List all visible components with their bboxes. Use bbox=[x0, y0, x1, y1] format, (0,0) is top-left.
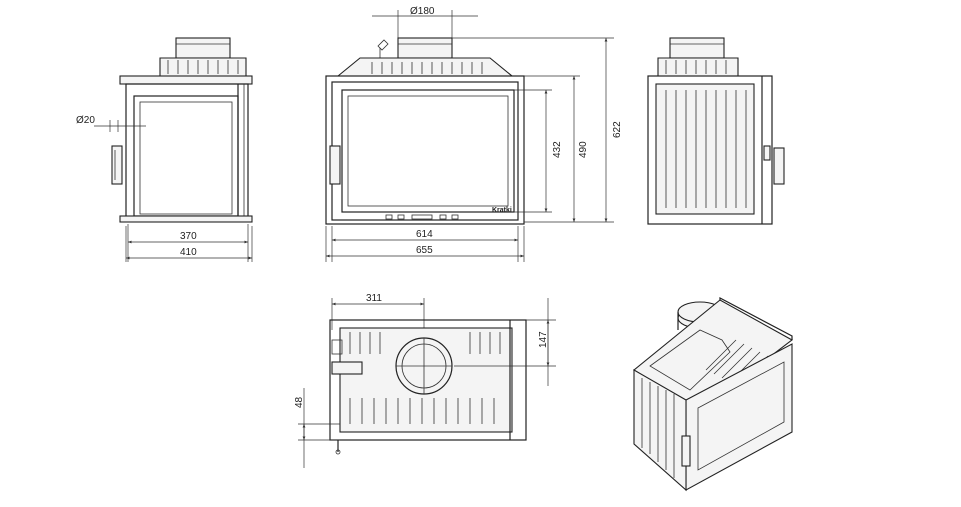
front-view: Ø180 Kratki bbox=[325, 6, 623, 262]
dim-inner-width-left: 370 bbox=[180, 231, 197, 242]
isometric-view bbox=[633, 297, 794, 492]
dim-glass-height: 432 bbox=[552, 141, 563, 158]
dim-door-width: 614 bbox=[416, 229, 433, 240]
dim-flue-diameter: Ø180 bbox=[410, 6, 435, 17]
dim-top-offset: 311 bbox=[366, 293, 382, 304]
side-view-right bbox=[647, 37, 785, 225]
dim-total-height: 622 bbox=[612, 121, 623, 138]
brand-label: Kratki bbox=[492, 207, 512, 214]
dim-air-inlet-height: 48 bbox=[294, 396, 305, 408]
side-view-left: Ø20 370 410 bbox=[76, 37, 253, 262]
dim-door-height: 490 bbox=[578, 141, 589, 158]
top-view: 311 147 bbox=[294, 293, 556, 468]
dim-outer-width-left: 410 bbox=[180, 247, 197, 258]
dim-top-depth: 147 bbox=[538, 331, 549, 348]
dim-total-width: 655 bbox=[416, 245, 433, 256]
dim-air-inlet-diameter: Ø20 bbox=[76, 115, 95, 126]
